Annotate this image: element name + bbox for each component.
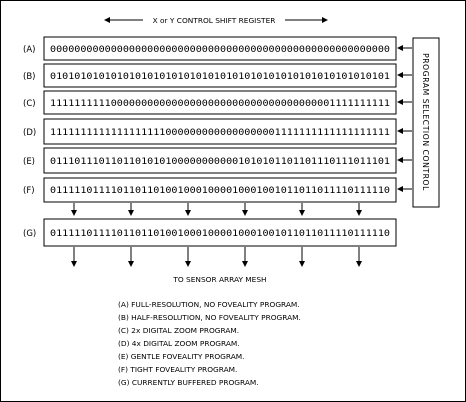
register-bits-d: 1111111111111111111000000000000000000111… [50, 128, 390, 138]
register-label-d: (D) [23, 128, 36, 138]
register-row-f: (F) 011111011110110110100100010000100010… [23, 177, 397, 203]
program-selection-control-label: PROGRAM SELECTION CONTROL [421, 53, 430, 191]
register-bits-c: 1111111111000000000000000000000000000000… [50, 99, 390, 109]
sensor-array-mesh-label: TO SENSOR ARRAY MESH [172, 275, 266, 284]
legend-item-d: (D) 4x DIGITAL ZOOM PROGRAM. [118, 339, 240, 348]
legend-item-f: (F) TIGHT FOVEALITY PROGRAM. [118, 365, 237, 374]
register-box-e [43, 147, 397, 174]
buffer-row-g: (G) 011111011110110110100100010000100010… [23, 218, 397, 247]
legend-item-b: (B) HALF-RESOLUTION, NO FOVEALITY PROGRA… [118, 313, 301, 322]
register-label-e: (E) [23, 157, 35, 167]
register-box-a [43, 36, 397, 61]
register-box-f [43, 177, 397, 203]
register-bits-b: 0101010101010101010101010101010101010101… [50, 72, 390, 82]
legend-item-g: (G) CURRENTLY BUFFERED PROGRAM. [118, 378, 259, 387]
register-label-f: (F) [23, 186, 35, 196]
register-box-c [43, 90, 397, 115]
legend-item-a: (A) FULL-RESOLUTION, NO FOVEALITY PROGRA… [118, 300, 300, 309]
legend-item-c: (C) 2x DIGITAL ZOOM PROGRAM. [118, 326, 239, 335]
register-row-b: (B) 010101010101010101010101010101010101… [23, 63, 397, 88]
register-bits-f: 0111110111101101101001000100001000100101… [50, 186, 390, 196]
register-label-c: (C) [23, 99, 36, 109]
register-row-d: (D) 111111111111111111100000000000000000… [23, 118, 397, 145]
legend: (A) FULL-RESOLUTION, NO FOVEALITY PROGRA… [118, 300, 301, 387]
program-selection-control-box [412, 37, 440, 208]
buffer-bits-g: 0111110111101101101001000100001000100101… [50, 229, 390, 239]
buffer-box-g [43, 218, 397, 247]
load-arrows [71, 203, 362, 216]
register-title: X or Y CONTROL SHIFT REGISTER [153, 16, 276, 25]
register-row-c: (C) 111111111100000000000000000000000000… [23, 90, 397, 115]
register-bits-e: 0111011101101101010100000000000101010110… [50, 157, 390, 167]
register-row-a: (A) 000000000000000000000000000000000000… [23, 36, 397, 61]
register-row-e: (E) 011101110110110101010000000000010101… [23, 147, 397, 174]
buffer-label-g: (G) [23, 229, 36, 239]
control-arrows [397, 45, 412, 192]
register-bits-a: 0000000000000000000000000000000000000000… [50, 45, 390, 55]
legend-item-e: (E) GENTLE FOVEALITY PROGRAM. [118, 352, 245, 361]
register-label-a: (A) [23, 45, 35, 55]
register-box-d [43, 118, 397, 145]
register-label-b: (B) [23, 72, 35, 82]
register-box-b [43, 63, 397, 88]
output-arrows [71, 247, 362, 267]
